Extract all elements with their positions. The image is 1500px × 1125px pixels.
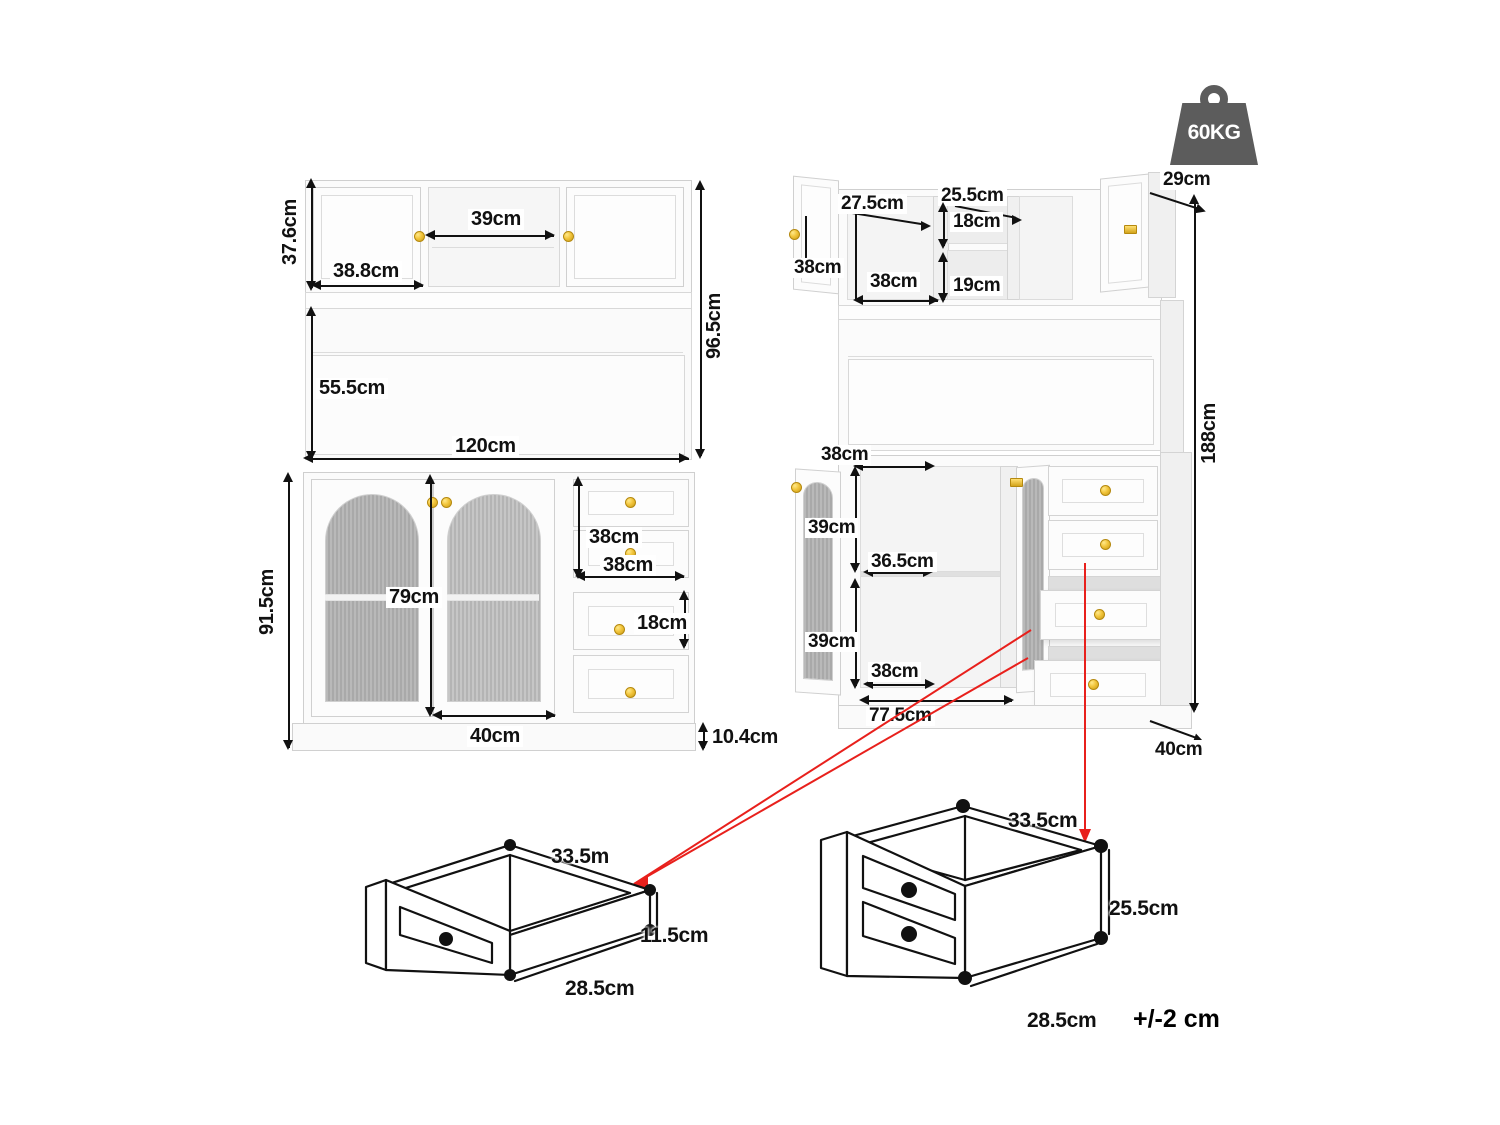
dimline-upperinner-v — [855, 214, 857, 300]
front-drawer-1-knob[interactable] — [625, 497, 636, 508]
front-glass-right-knob[interactable] — [441, 497, 452, 508]
dim-drawer-single-height: 18cm — [634, 613, 690, 634]
dim-overall-width: 120cm — [452, 436, 519, 457]
dim-lower-upper-compartment: 39cm — [805, 518, 859, 538]
dim-lower-lower-compartment: 39cm — [805, 632, 859, 652]
large-drawer-drawing — [819, 799, 1111, 988]
dim-upper-door-width: 38.8cm — [330, 261, 403, 282]
dim-drawer-width: 38cm — [600, 555, 656, 576]
open-lower-left-door-knob[interactable] — [791, 482, 802, 493]
dimline-39 — [430, 235, 554, 237]
front-drawer-4-knob[interactable] — [625, 687, 636, 698]
dim-lower-top-width: 38cm — [818, 445, 872, 465]
dim-upper-niche-bottom-height: 19cm — [950, 276, 1004, 296]
dimline-77.5 — [864, 700, 1012, 702]
dim-base-depth: 40cm — [1152, 740, 1206, 760]
open-upper-side-panel — [1148, 172, 1176, 298]
dimline-96.5 — [700, 184, 702, 456]
dim-upper-total-height: 96.5cm — [703, 290, 725, 363]
weight-label: 60KG — [1187, 121, 1241, 144]
open-drawer-1-knob[interactable] — [1100, 485, 1111, 496]
front-drawer-3-knob[interactable] — [614, 624, 625, 635]
dimline-40-front — [437, 715, 555, 717]
dim-top-depth: 29cm — [1160, 170, 1214, 190]
dimline-18-open — [943, 206, 945, 246]
front-upper-right-door[interactable] — [566, 187, 684, 287]
dimline-55.5 — [311, 310, 313, 458]
open-lower-right-glass — [1022, 477, 1044, 671]
dim-lower-inner-depth: 38cm — [868, 662, 922, 682]
open-middle-side-panel — [1160, 300, 1184, 454]
dim-upper-inner-width: 38cm — [867, 272, 921, 292]
front-upper-open-niche — [428, 187, 560, 287]
dim-lower-inner-width: 77.5cm — [866, 706, 935, 726]
open-drawer-3-knob[interactable] — [1094, 609, 1105, 620]
dim-open-shelf-height: 55.5cm — [316, 378, 389, 399]
dim-drawer-pair-height: 38cm — [586, 527, 642, 548]
dim-upper-height: 37.6cm — [279, 196, 301, 269]
dimline-38-upperdoor — [805, 216, 807, 278]
dim-small-drawer-width: 33.5m — [551, 845, 610, 868]
dim-glass-door-width: 40cm — [467, 726, 523, 747]
front-drawer-4[interactable] — [573, 655, 689, 713]
dimline-38-innerdepth — [868, 684, 930, 686]
dim-niche-width: 39cm — [468, 209, 524, 230]
dim-upper-niche-top-height: 18cm — [950, 212, 1004, 232]
dimline-38-lowertop — [858, 466, 930, 468]
open-drawer-2-knob[interactable] — [1100, 539, 1111, 550]
weight-icon-body — [1170, 103, 1258, 165]
front-glass-left-knob[interactable] — [427, 497, 438, 508]
dim-large-drawer-height: 25.5cm — [1109, 897, 1179, 920]
dimline-37.6 — [311, 182, 313, 288]
dimline-38-drawerwidth — [580, 576, 684, 578]
dimline-91.5 — [288, 476, 290, 748]
dim-shelf-depth: 36.5cm — [868, 552, 937, 572]
dimline-36.5 — [868, 572, 928, 574]
open-middle-backline — [848, 356, 1152, 357]
dim-plinth-height: 10.4cm — [709, 727, 782, 748]
open-upper-right-interior — [1019, 196, 1073, 300]
small-drawer-drawing — [364, 839, 659, 983]
dim-small-drawer-height: 11.5cm — [640, 924, 709, 947]
front-open-shelf-backline — [312, 352, 683, 353]
dim-large-drawer-depth: 28.5cm — [1027, 1009, 1097, 1032]
dim-lower-height: 91.5cm — [256, 566, 278, 639]
dim-total-height: 188cm — [1198, 400, 1220, 467]
front-upper-left-knob[interactable] — [414, 231, 425, 242]
front-glass-left-shelf — [325, 594, 417, 601]
dimline-120 — [307, 458, 689, 460]
dim-small-drawer-depth: 28.5cm — [565, 977, 635, 1000]
dim-upper-inner-depth: 27.5cm — [838, 194, 907, 214]
open-upper-left-door-knob[interactable] — [789, 229, 800, 240]
dimline-188 — [1194, 198, 1196, 710]
front-upper-right-knob[interactable] — [563, 231, 574, 242]
front-upper-niche-shelf — [432, 247, 554, 248]
open-upper-right-door-knob[interactable] — [1124, 225, 1137, 234]
open-drawer-4-knob[interactable] — [1088, 679, 1099, 690]
dimline-19 — [943, 256, 945, 300]
dimline-38-upperwidth — [858, 300, 938, 302]
dim-upper-niche-depth: 25.5cm — [938, 186, 1007, 206]
dimline-38.8 — [315, 285, 423, 287]
front-glass-right-shelf — [447, 594, 539, 601]
dim-upper-left-door-height: 38cm — [791, 258, 845, 278]
open-lower-right-door-knob[interactable] — [1010, 478, 1023, 487]
tolerance-note: +/-2 cm — [1133, 1005, 1220, 1033]
dimline-38-drawerpair — [578, 480, 580, 576]
open-middle-back — [848, 359, 1154, 445]
dim-large-drawer-width: 33.5cm — [1008, 809, 1078, 832]
open-lower-side-panel — [1160, 452, 1192, 720]
dim-glass-door-height: 79cm — [386, 587, 442, 608]
